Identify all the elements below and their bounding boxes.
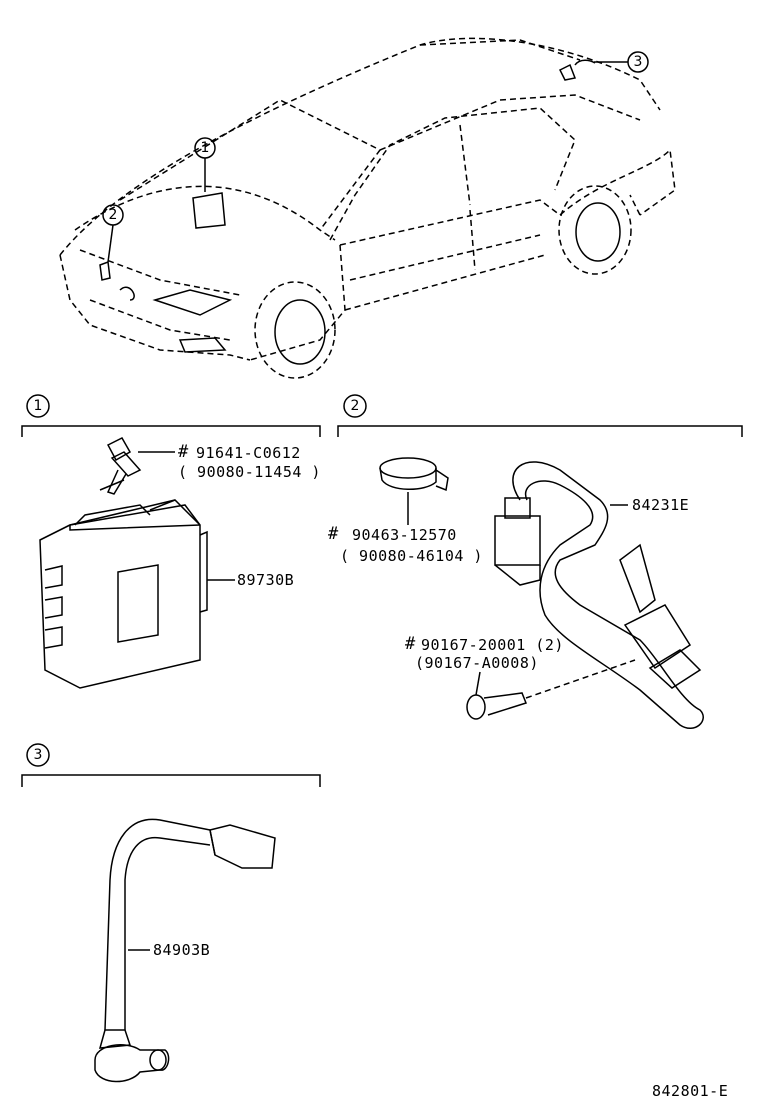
- callout-label-2: 2: [108, 207, 118, 223]
- figure-code: 842801-E: [652, 1082, 729, 1100]
- screw-hash: #: [405, 634, 416, 654]
- callout-circle-3: [627, 51, 649, 73]
- clamp-drawing: [379, 457, 449, 525]
- section-3-number: 3: [33, 747, 43, 763]
- ecu-drawing: [39, 499, 235, 689]
- callout-label-1: 1: [200, 140, 210, 156]
- bolt-drawing: [99, 437, 175, 495]
- screw-part-number: 90167-20001 (2): [421, 636, 564, 654]
- ecu-part-number: 89730B: [237, 571, 295, 589]
- bolt-1-part-number: 91641-C0612: [196, 444, 301, 462]
- callout-circle-2: [102, 204, 124, 226]
- section-frames: [21, 394, 743, 787]
- bolt-1-hash: #: [178, 442, 189, 462]
- harness-drawing: [494, 461, 704, 730]
- callout-circle-1: [194, 137, 216, 159]
- car-illustration: [59, 37, 676, 379]
- sensor-part-number: 84903B: [153, 941, 211, 959]
- bolt-1-alt-number: ( 90080-11454 ): [178, 463, 321, 481]
- screw-alt-number: (90167-A0008): [415, 654, 539, 672]
- sensor-drawing: [94, 818, 276, 1083]
- callout-label-3: 3: [633, 54, 643, 70]
- section-1-number: 1: [33, 398, 43, 414]
- screw-drawing: [466, 659, 636, 720]
- harness-part-number: 84231E: [632, 496, 690, 514]
- clamp-part-number: 90463-12570: [352, 526, 457, 544]
- section-2-number: 2: [350, 398, 360, 414]
- clamp-hash: #: [328, 524, 339, 544]
- clamp-alt-number: ( 90080-46104 ): [340, 547, 483, 565]
